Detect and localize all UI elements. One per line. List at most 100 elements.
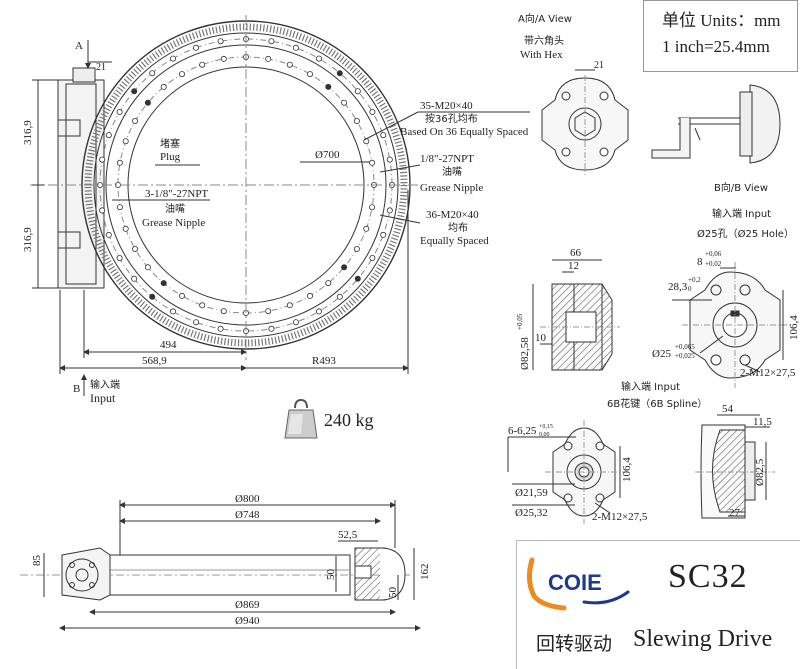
hole-dim-8-tol-low: +0,02 [705, 260, 722, 268]
inner-bolt-hole [122, 225, 129, 232]
b-view-labels: B向/B View [714, 181, 768, 194]
inner-bolt-hole [265, 55, 272, 62]
dim-50b: 50 [387, 587, 399, 599]
hole-dim-25-tol-low: +0,025 [675, 352, 695, 360]
holes-35-spec: 35-M20×40 [420, 100, 473, 112]
outer-bolt-hole [105, 132, 112, 139]
hole-dim-12-text: 12 [568, 260, 579, 272]
hole-input-subtitle: Ø25孔（Ø25 Hole） [697, 228, 794, 240]
hole-dim-10-text: 10 [535, 332, 547, 344]
outer-bolt-holes [97, 36, 395, 334]
spline-bolts-text: 2-M12×27,5 [592, 511, 648, 523]
housing-notch-lower [58, 231, 81, 249]
weight-icon [284, 398, 318, 439]
hole-input-section [532, 259, 790, 388]
inner-bolt-hole [353, 245, 360, 252]
dim-316-lower: 316,9 [22, 227, 34, 252]
input-en: Input [90, 391, 116, 405]
spline-input-front [507, 420, 625, 524]
spline-dim-27-text: 27 [729, 507, 741, 519]
inner-bolt-hole [306, 292, 313, 299]
product-name-cn: 回转驱动 [536, 633, 613, 655]
outer-bolt-hole [268, 325, 275, 332]
spline-bolt-4 [595, 493, 605, 503]
spline-input-labels: 输入端 Input 6B花键（6B Spline） 6-6,25 +0,15 0… [508, 380, 772, 523]
dim-21-main: 21 [96, 62, 106, 73]
plug-cn: 堵塞 [160, 137, 180, 150]
holes-36-cn: 均布 [448, 222, 468, 234]
hole-dim-8-tol-up: +0,06 [705, 250, 722, 258]
dim-568: 568,9 [142, 355, 167, 367]
spline-input-title: 输入端 Input [621, 380, 680, 393]
b-view-drawing [651, 84, 781, 164]
weight-value: 240 kg [324, 410, 374, 430]
inner-bolt-hole [265, 308, 272, 315]
inner-bolt-hole [325, 83, 332, 90]
inner-bolt-hole [286, 302, 293, 309]
a-view-dim-21-text: 21 [594, 60, 604, 71]
hole-front-bolt-1 [710, 284, 722, 296]
bottom-view-labels: Ø800 Ø748 52,5 85 50 50 162 Ø869 Ø940 [31, 493, 431, 627]
plug-en: Plug [160, 151, 181, 163]
spline-leader-bolts [594, 502, 611, 514]
outer-bolt-hole [169, 55, 176, 62]
spline-dia-2159: Ø21,59 [515, 487, 548, 499]
outer-bolt-hole [369, 254, 376, 261]
section-cover [379, 547, 406, 601]
worm-housing [57, 79, 105, 289]
worm-end-shaft [75, 568, 89, 582]
dim-r493: R493 [312, 355, 336, 367]
nipple-large-en: Grease Nipple [142, 217, 205, 229]
worm-end-housing [61, 547, 111, 601]
spline-section-shaft [744, 441, 756, 501]
inner-bolt-hole [341, 99, 348, 106]
spline-dim-115-text: 11,5 [753, 416, 772, 428]
worm-end-flange [65, 558, 99, 592]
a-view-bolt-4 [599, 147, 609, 157]
housing-notch-upper [58, 119, 81, 137]
a-view-hex-cn: 带六角头 [524, 35, 564, 47]
holes-36-en: Equally Spaced [420, 235, 489, 247]
hole-dim-82-text: Ø82,58 [519, 337, 531, 370]
outer-bolt-hole [369, 109, 376, 116]
marker-a: A [75, 40, 83, 52]
inner-bolt-hole [199, 61, 206, 68]
outer-bolt-hole [386, 207, 393, 214]
spline-dia-2532: Ø25,32 [515, 507, 548, 519]
hole-dim-25-text: Ø25 [652, 348, 671, 360]
spline-tol-up: +0,15 [539, 424, 553, 430]
outer-bolt-hole [131, 88, 138, 95]
main-view-labels: A 21 316,9 316,9 Ø700 35-M20×40 按36孔均布 B… [22, 40, 529, 405]
inner-bolt-hole [178, 292, 185, 299]
outer-bolt-hole [386, 156, 393, 163]
holes-35-en: Based On 36 Equally Spaced [400, 126, 529, 138]
a-view-hex-en: With Hex [520, 49, 563, 61]
dia-800: Ø800 [235, 493, 260, 505]
worm-end-bolt-3 [69, 582, 75, 588]
model-number: SC32 [668, 558, 748, 595]
worm-end-bolt-1 [69, 562, 75, 568]
outer-bolt-hole [354, 275, 361, 282]
outer-bolt-hole [336, 70, 343, 77]
inner-bolt-hole [160, 83, 167, 90]
inner-bolt-hole [220, 55, 227, 62]
logo-text: COIE [548, 570, 602, 595]
hole-leader-d25 [699, 335, 724, 354]
worm-shaft-end [72, 67, 96, 83]
spline-input-section [695, 414, 775, 519]
a-view-bolt-1 [561, 91, 571, 101]
hole-front-bolt-3 [710, 354, 722, 366]
nipple-small-spec: 1/8"-27NPT [420, 153, 474, 165]
bottom-section-view [20, 500, 421, 631]
worm-end-bolt-4 [89, 582, 95, 588]
outer-bolt-hole [149, 70, 156, 77]
inner-bolt-hole [363, 225, 370, 232]
b-view-title: B向/B View [714, 181, 768, 194]
outer-bolt-hole [380, 132, 387, 139]
input-cn: 输入端 [90, 378, 120, 391]
outer-bolt-hole [380, 231, 387, 238]
hole-dim-28-tol-up: +0,2 [688, 276, 701, 284]
outer-bolt-hole [217, 325, 224, 332]
a-view-bolt-2 [599, 91, 609, 101]
